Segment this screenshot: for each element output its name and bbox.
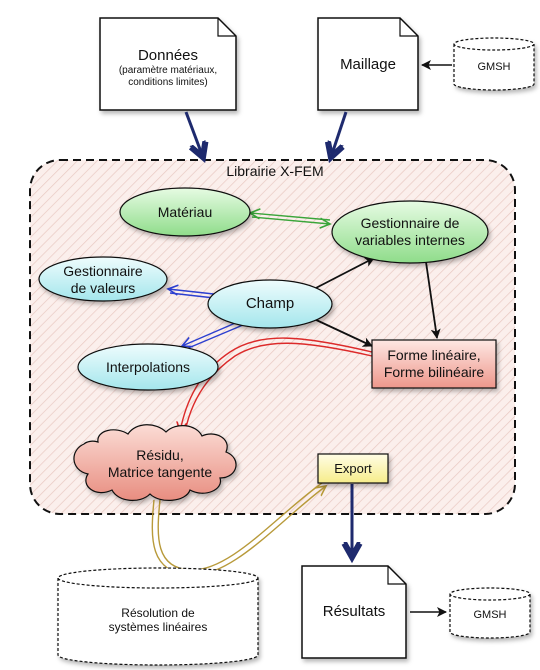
materiau-node (119, 187, 251, 237)
arrow-materiau-variables (250, 213, 330, 224)
forme-node (371, 339, 497, 389)
arrow-donnees-librairie (184, 111, 204, 160)
gestionnaire-valeurs-node (38, 256, 168, 302)
gestionnaire-variables-node (331, 200, 489, 264)
export-node (317, 453, 389, 484)
champ-node (207, 279, 333, 329)
gmsh-bottom-cylinder (449, 587, 531, 639)
arrow-champ-interpolations (182, 320, 244, 350)
residu-node (73, 424, 237, 501)
resultats-document (301, 565, 407, 659)
arrow-maillage-librairie (330, 111, 348, 160)
arrow-champ-variables (311, 257, 375, 291)
donnees-document (99, 17, 237, 111)
interpolations-node (77, 343, 219, 391)
resolution-cylinder (57, 567, 259, 666)
arrow-forme-residu (180, 337, 373, 432)
arrow-variables-forme (425, 261, 441, 339)
gmsh-top-cylinder (453, 37, 535, 91)
maillage-document (317, 17, 419, 111)
arrow-champ-forme (311, 317, 373, 347)
